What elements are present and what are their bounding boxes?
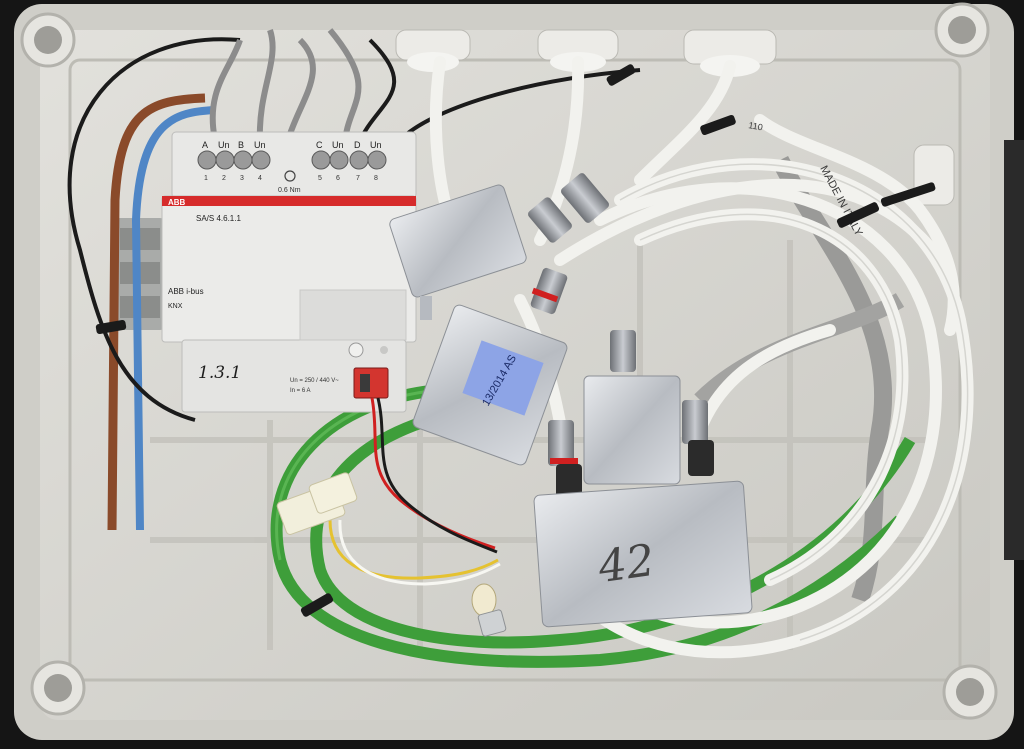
- terminal-number-8: 8: [374, 175, 378, 182]
- terminal-number-2: 2: [222, 175, 226, 182]
- terminal-number-3: 3: [240, 175, 244, 182]
- knx-bus-wire: [370, 397, 498, 554]
- model-label: SA/S 4.6.1.1: [196, 214, 241, 223]
- rating-current-label: In = 6 A: [290, 388, 311, 394]
- multiswitch-box: 42: [533, 480, 753, 628]
- programming-led: [380, 346, 388, 354]
- splitter-box-1: [389, 184, 527, 320]
- corner-screw-top-right: [934, 2, 990, 58]
- knx-switch-actuator: A Un B Un C Un D Un 1 2 3 4 5 6 7 8 0.6 …: [161, 131, 417, 413]
- corner-screw-bottom-right: [942, 664, 998, 720]
- terminal-label-8: Un: [370, 140, 382, 150]
- cable-gland-1: [395, 29, 471, 72]
- terminal-number-1: 1: [204, 175, 208, 182]
- wire-brown: [107, 93, 206, 531]
- handwritten-box-number: 42: [594, 535, 658, 593]
- wire-black-left: [67, 37, 241, 422]
- terminal-label-6: Un: [332, 140, 344, 150]
- wago-connectors: [276, 472, 358, 535]
- programming-button: [348, 342, 364, 358]
- terminal-screws: [197, 150, 387, 170]
- splitter-box-2: 13/2014 AS: [412, 304, 568, 466]
- corner-screw-bottom-left: [30, 660, 86, 716]
- wire-blue: [131, 106, 216, 531]
- splitter-box-3: [583, 375, 681, 485]
- corner-screw-top-left: [20, 12, 76, 68]
- torque-icon: [284, 170, 296, 182]
- terminal-label-5: C: [316, 140, 323, 150]
- terminal-label-3: B: [238, 140, 244, 150]
- series-label: ABB i-bus: [168, 287, 204, 296]
- cable-gland-right: [913, 144, 955, 206]
- terminal-label-4: Un: [254, 140, 266, 150]
- cable-print-number: 110: [748, 120, 764, 132]
- terminal-label-7: D: [354, 140, 361, 150]
- terminal-number-5: 5: [318, 175, 322, 182]
- terminal-label-1: A: [202, 140, 208, 150]
- brand-logo: ABB: [168, 198, 186, 207]
- terminal-number-6: 6: [336, 175, 340, 182]
- actuator-feed-wires: [209, 28, 641, 142]
- terminal-number-4: 4: [258, 175, 262, 182]
- twisted-pair: [328, 519, 501, 586]
- handwritten-address: 1.3.1: [198, 363, 241, 383]
- bus-connector: [353, 367, 389, 399]
- cable-ties: [95, 64, 936, 617]
- glass-fuse: [471, 583, 507, 637]
- torque-label: 0.6 Nm: [278, 187, 301, 194]
- terminal-number-7: 7: [356, 175, 360, 182]
- rating-voltage-label: Un = 250 / 440 V~: [290, 378, 339, 384]
- terminal-label-2: Un: [218, 140, 230, 150]
- protocol-label: KNX: [168, 303, 183, 310]
